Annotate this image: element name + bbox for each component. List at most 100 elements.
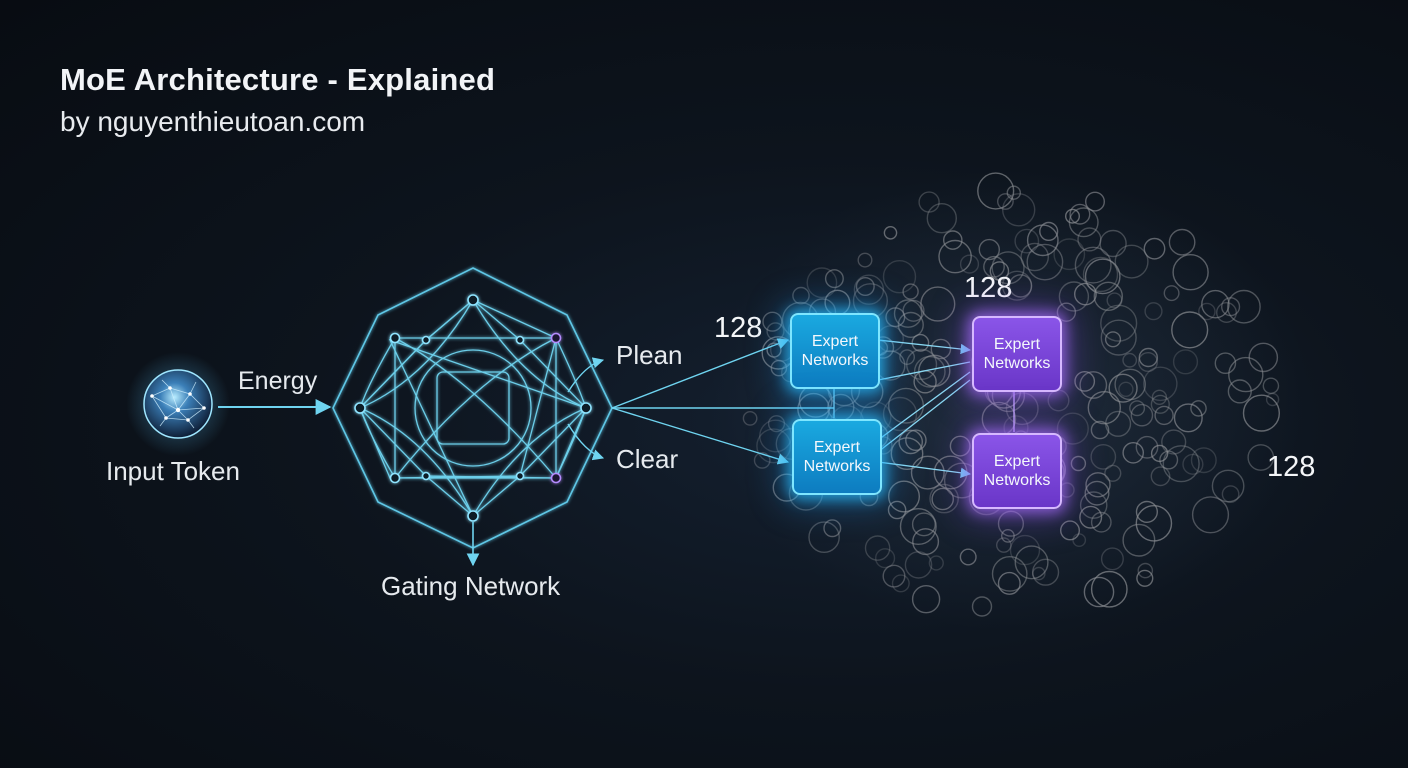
bubble: [1214, 352, 1237, 375]
bubble: [1150, 466, 1171, 487]
bubble: [766, 322, 785, 341]
bubble: [759, 419, 793, 453]
expert-network-box: Expert Networks: [790, 313, 880, 389]
bubble: [1026, 224, 1059, 257]
bubble: [943, 230, 963, 250]
bubble: [991, 251, 1025, 285]
bubble: [989, 261, 1010, 281]
bubble: [823, 519, 842, 538]
expert-box-line1: Expert: [813, 439, 861, 456]
bubble: [792, 286, 810, 305]
bubble: [913, 355, 946, 388]
bubble: [1182, 453, 1204, 475]
expert-box-line2: Networks: [803, 458, 871, 475]
routing-lines: [611, 338, 834, 465]
bubble: [938, 239, 972, 274]
bubble: [808, 521, 840, 554]
bubble: [1130, 403, 1154, 427]
bubble: [971, 596, 993, 617]
expert-network-box: Expert Networks: [972, 316, 1062, 392]
bubble: [888, 387, 925, 424]
bubble: [1079, 371, 1108, 399]
bubble: [1114, 244, 1149, 279]
bubble: [1053, 238, 1086, 271]
bubble: [902, 299, 925, 322]
bubble: [1039, 221, 1059, 241]
bubble-cloud-glow: [710, 170, 1310, 630]
bubble: [1084, 480, 1110, 506]
bubble: [926, 202, 957, 234]
bubble: [1087, 391, 1122, 425]
expert-count-right: 128: [1267, 451, 1316, 483]
bubble: [1135, 500, 1158, 523]
bubble: [1082, 256, 1119, 293]
bubble: [1150, 394, 1170, 414]
bubble: [1059, 520, 1080, 541]
plean-label: Plean: [616, 340, 683, 370]
bubble: [911, 512, 936, 537]
expert-box-line2: Networks: [801, 352, 869, 369]
bubble: [1143, 237, 1166, 260]
gating-network-graph: [332, 267, 613, 549]
bubble: [885, 307, 906, 328]
gating-network-label: Gating Network: [381, 571, 561, 601]
bubble: [1242, 394, 1280, 432]
bubble: [898, 429, 924, 455]
bubble: [742, 410, 758, 426]
bubble: [1172, 254, 1209, 291]
bubble: [1144, 302, 1163, 321]
bubble: [1090, 420, 1110, 440]
input-token-orb: [126, 352, 230, 456]
bubble: [1265, 392, 1280, 407]
bubble: [905, 348, 938, 380]
bubble: [949, 435, 971, 457]
expert-box-line1: Expert: [993, 453, 1041, 470]
bubble: [1009, 534, 1041, 566]
bubble: [1100, 304, 1138, 342]
energy-label: Energy: [238, 367, 318, 395]
expert-network-box: Expert Networks: [972, 433, 1062, 509]
bubble: [1122, 523, 1156, 557]
expert-box-line2: Networks: [983, 355, 1051, 372]
bubble: [1106, 292, 1123, 309]
bubble: [1064, 208, 1080, 224]
bubble: [1090, 511, 1112, 533]
bubble: [929, 483, 959, 514]
bubble: [1118, 381, 1134, 397]
bubble: [883, 225, 898, 240]
bubble: [1172, 349, 1199, 375]
bubble: [912, 528, 940, 556]
bubble: [1190, 447, 1217, 474]
bubble: [1129, 400, 1146, 417]
bubble: [874, 548, 896, 569]
bubble: [1026, 243, 1064, 281]
bubble: [1215, 302, 1237, 324]
expert-network-box: Expert Networks: [792, 419, 882, 495]
bubble: [1138, 347, 1159, 368]
bubble: [1001, 270, 1033, 301]
bubble: [1090, 570, 1128, 608]
bubble: [1085, 472, 1111, 498]
bubble: [1154, 405, 1174, 426]
bubble: [1171, 311, 1209, 349]
bubble: [1014, 228, 1040, 254]
bubble: [1221, 485, 1240, 503]
bubble: [1031, 558, 1060, 586]
bubble: [1002, 193, 1036, 227]
bubble: [911, 585, 941, 614]
bubble: [1191, 496, 1230, 534]
bubble: [997, 193, 1014, 210]
bubble: [762, 311, 783, 332]
bubble: [977, 172, 1015, 210]
bubble: [766, 342, 782, 358]
bubble: [1136, 569, 1154, 587]
bubble: [1056, 302, 1077, 322]
bubble: [1006, 185, 1021, 200]
bubble: [1069, 203, 1091, 225]
bubble: [857, 252, 873, 268]
bubble: [1068, 207, 1099, 238]
bubble: [824, 269, 844, 289]
expert-connections: [833, 339, 1015, 478]
bubble: [855, 277, 875, 297]
bubble: [1001, 529, 1015, 543]
